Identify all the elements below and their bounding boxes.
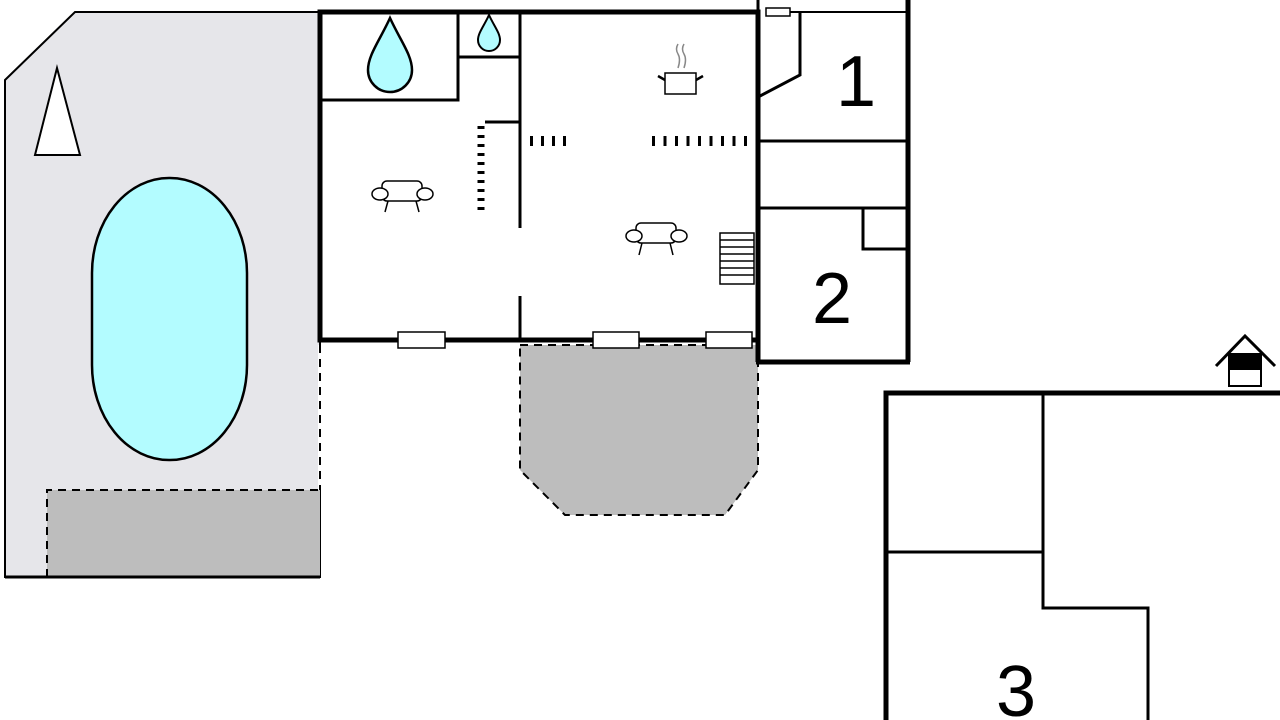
windows: [397, 7, 791, 349]
house-icon: [1214, 333, 1277, 387]
covered-terrace: [519, 344, 759, 516]
sofa-icon: [625, 222, 688, 256]
annex-building: [883, 390, 1280, 720]
water-drop-icon: [476, 12, 502, 52]
pool-icon: [90, 176, 249, 462]
covered-area-left: [47, 490, 320, 577]
room-label-1: 1: [836, 42, 876, 122]
stairs-icon: [719, 232, 755, 285]
room-label-2: 2: [812, 259, 852, 339]
room-label-3: 3: [996, 652, 1036, 720]
north-arrow-icon: [33, 64, 82, 156]
sofa-icon: [371, 180, 434, 213]
cooking-pot-icon: [657, 43, 704, 95]
water-drop-icon: [366, 14, 414, 94]
